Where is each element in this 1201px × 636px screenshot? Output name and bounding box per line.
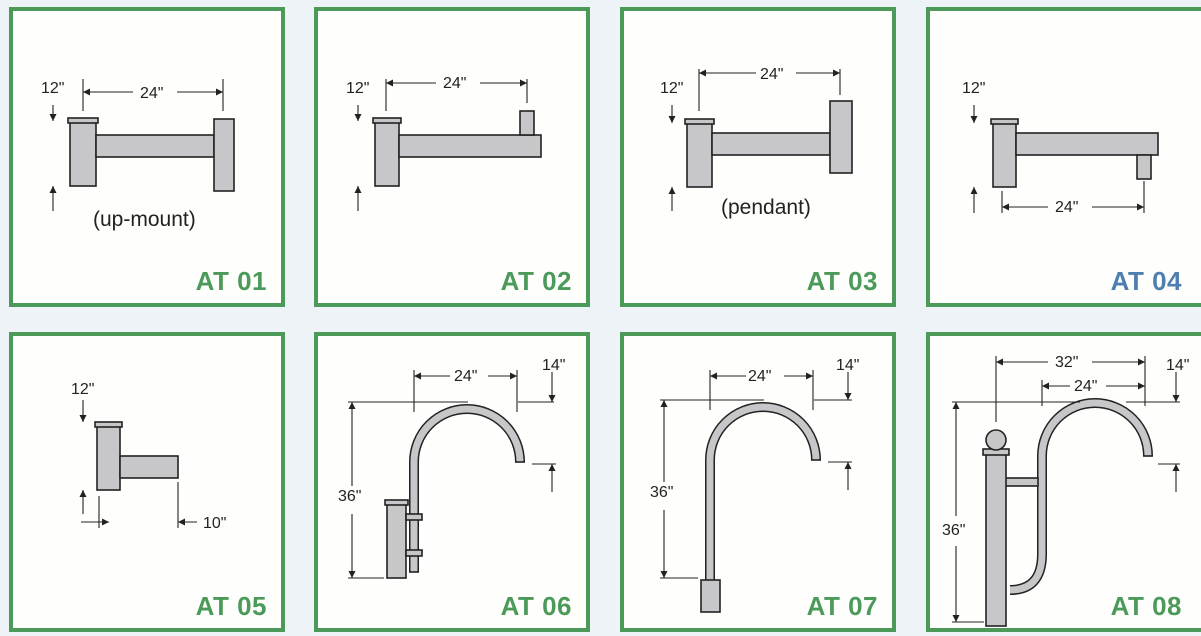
arm-diagram <box>49 79 235 211</box>
arm-code: AT 04 <box>1110 266 1182 296</box>
width-dimension: 10" <box>203 515 227 532</box>
arm-card-at08[interactable]: 32" 24" 14" 36" AT 08 <box>926 332 1201 632</box>
arm-card-at03[interactable]: 12" 24" (pendant) AT 03 <box>620 7 896 307</box>
height-dimension: 12" <box>41 80 65 97</box>
arm-code: AT 07 <box>806 591 878 621</box>
arm-card-at01[interactable]: 12" 24" (up-mount) AT 01 <box>9 7 285 307</box>
arm-diagram <box>952 356 1180 627</box>
arm-diagram <box>354 79 542 211</box>
arm-diagram <box>660 370 852 613</box>
arm-code: AT 06 <box>500 591 572 621</box>
width-dimension: 24" <box>443 75 467 92</box>
arm-diagram <box>970 105 1159 213</box>
drop-dimension: 14" <box>1166 357 1190 374</box>
height-dimension: 12" <box>962 80 986 97</box>
arm-card-at05[interactable]: 12" 10" AT 05 <box>9 332 285 632</box>
arm-code: AT 08 <box>1110 591 1182 621</box>
height-dimension: 12" <box>660 80 684 97</box>
height-dimension: 36" <box>648 484 676 501</box>
width-dimension: 24" <box>760 66 784 83</box>
arm-card-at06[interactable]: 24" 14" 36" AT 06 <box>314 332 590 632</box>
arm-code: AT 02 <box>500 266 572 296</box>
width-dimension: 24" <box>1055 199 1079 216</box>
arm-card-at04[interactable]: 12" 24" AT 04 <box>926 7 1201 307</box>
mount-caption: (up-mount) <box>93 208 196 231</box>
arm-code: AT 01 <box>195 266 267 296</box>
arm-code: AT 03 <box>806 266 878 296</box>
arm-diagram <box>79 400 197 528</box>
drop-dimension: 14" <box>836 357 860 374</box>
height-dimension: 36" <box>940 522 968 539</box>
width-dimension: 24" <box>1074 378 1098 395</box>
width-dimension: 24" <box>454 368 478 385</box>
width-dimension: 24" <box>748 368 772 385</box>
outer-width-dimension: 32" <box>1055 354 1079 371</box>
width-dimension: 24" <box>140 85 164 102</box>
arm-code: AT 05 <box>195 591 267 621</box>
height-dimension: 36" <box>336 488 364 505</box>
mount-caption: (pendant) <box>721 196 811 219</box>
height-dimension: 12" <box>71 381 95 398</box>
height-dimension: 12" <box>346 80 370 97</box>
arm-card-at02[interactable]: 12" 24" AT 02 <box>314 7 590 307</box>
arm-diagram <box>348 370 556 579</box>
arm-diagram <box>668 69 853 211</box>
drop-dimension: 14" <box>542 357 566 374</box>
arm-card-at07[interactable]: 24" 14" 36" AT 07 <box>620 332 896 632</box>
